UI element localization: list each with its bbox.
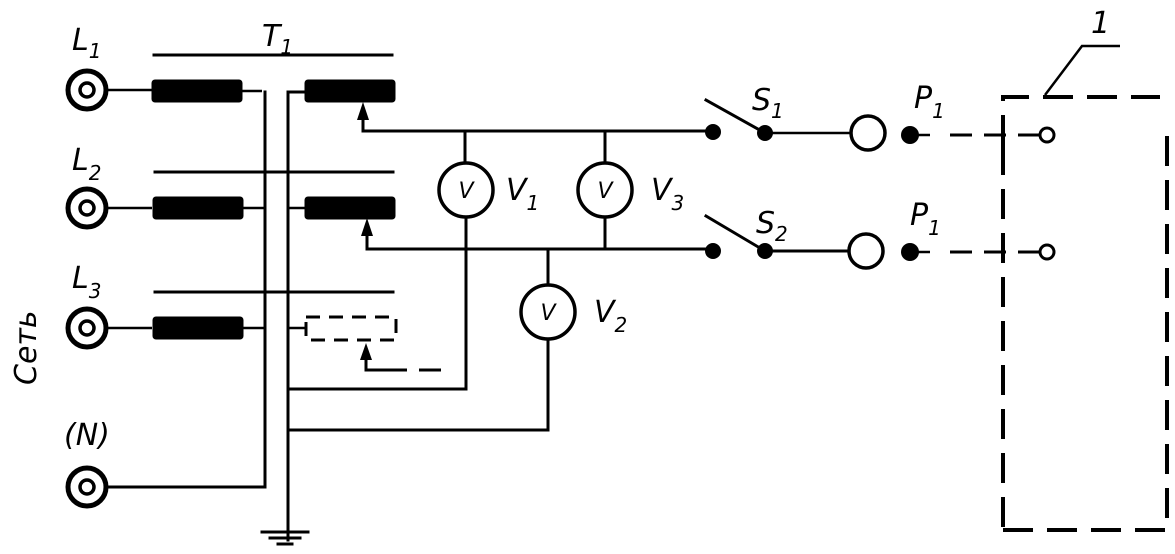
input-terminal-l2: L2 bbox=[65, 143, 109, 230]
voltmeter-v1: V V1 bbox=[437, 129, 539, 251]
probe-p1-lower: P1 bbox=[901, 198, 1040, 261]
switch-s1: S1 bbox=[703, 83, 851, 141]
tap-arrow-3 bbox=[360, 343, 372, 360]
device-input-terminal-1 bbox=[1038, 126, 1056, 144]
primary-coil-l2 bbox=[152, 196, 244, 220]
transformer-label: T1 bbox=[262, 19, 293, 59]
svg-text:V2: V2 bbox=[594, 295, 627, 337]
input-terminal-n: (N) bbox=[64, 418, 110, 509]
secondary-coil-2 bbox=[304, 196, 396, 220]
output-socket-1 bbox=[849, 114, 887, 152]
svg-text:V: V bbox=[458, 179, 475, 204]
input-terminal-l3: L3 bbox=[65, 261, 109, 350]
svg-text:L3: L3 bbox=[72, 261, 101, 303]
primary-coil-l3 bbox=[152, 316, 244, 340]
device-callout: 1 bbox=[1044, 6, 1120, 96]
secondary-coil-1 bbox=[304, 79, 396, 103]
voltmeter-v2: V V2 bbox=[519, 247, 627, 341]
primary-coil-l1 bbox=[151, 79, 243, 103]
tap-arrow-1 bbox=[357, 102, 369, 120]
device-input-terminal-2 bbox=[1038, 243, 1056, 261]
svg-text:V: V bbox=[540, 301, 557, 326]
svg-text:S1: S1 bbox=[752, 83, 784, 123]
device-enclosure bbox=[1001, 95, 1169, 532]
svg-text:L1: L1 bbox=[72, 23, 101, 63]
svg-text:L2: L2 bbox=[72, 143, 101, 185]
ground-icon bbox=[260, 530, 310, 546]
secondary-coil-3 bbox=[304, 315, 398, 342]
svg-text:V: V bbox=[597, 179, 614, 204]
svg-text:V3: V3 bbox=[651, 173, 684, 215]
svg-text:1: 1 bbox=[1091, 6, 1110, 41]
svg-text:P1: P1 bbox=[910, 198, 941, 240]
voltmeter-v3: V V3 bbox=[576, 129, 684, 251]
svg-text:P1: P1 bbox=[914, 81, 945, 123]
probe-p1-upper: P1 bbox=[901, 81, 1040, 144]
svg-text:S2: S2 bbox=[756, 206, 788, 246]
network-label: Сеть bbox=[9, 310, 44, 385]
svg-text:(N): (N) bbox=[64, 418, 110, 453]
output-socket-2 bbox=[847, 232, 885, 270]
input-terminal-l1: L1 bbox=[65, 23, 109, 112]
tap-arrow-2 bbox=[361, 218, 373, 236]
switch-s2: S2 bbox=[703, 206, 851, 259]
svg-text:V1: V1 bbox=[506, 173, 539, 215]
